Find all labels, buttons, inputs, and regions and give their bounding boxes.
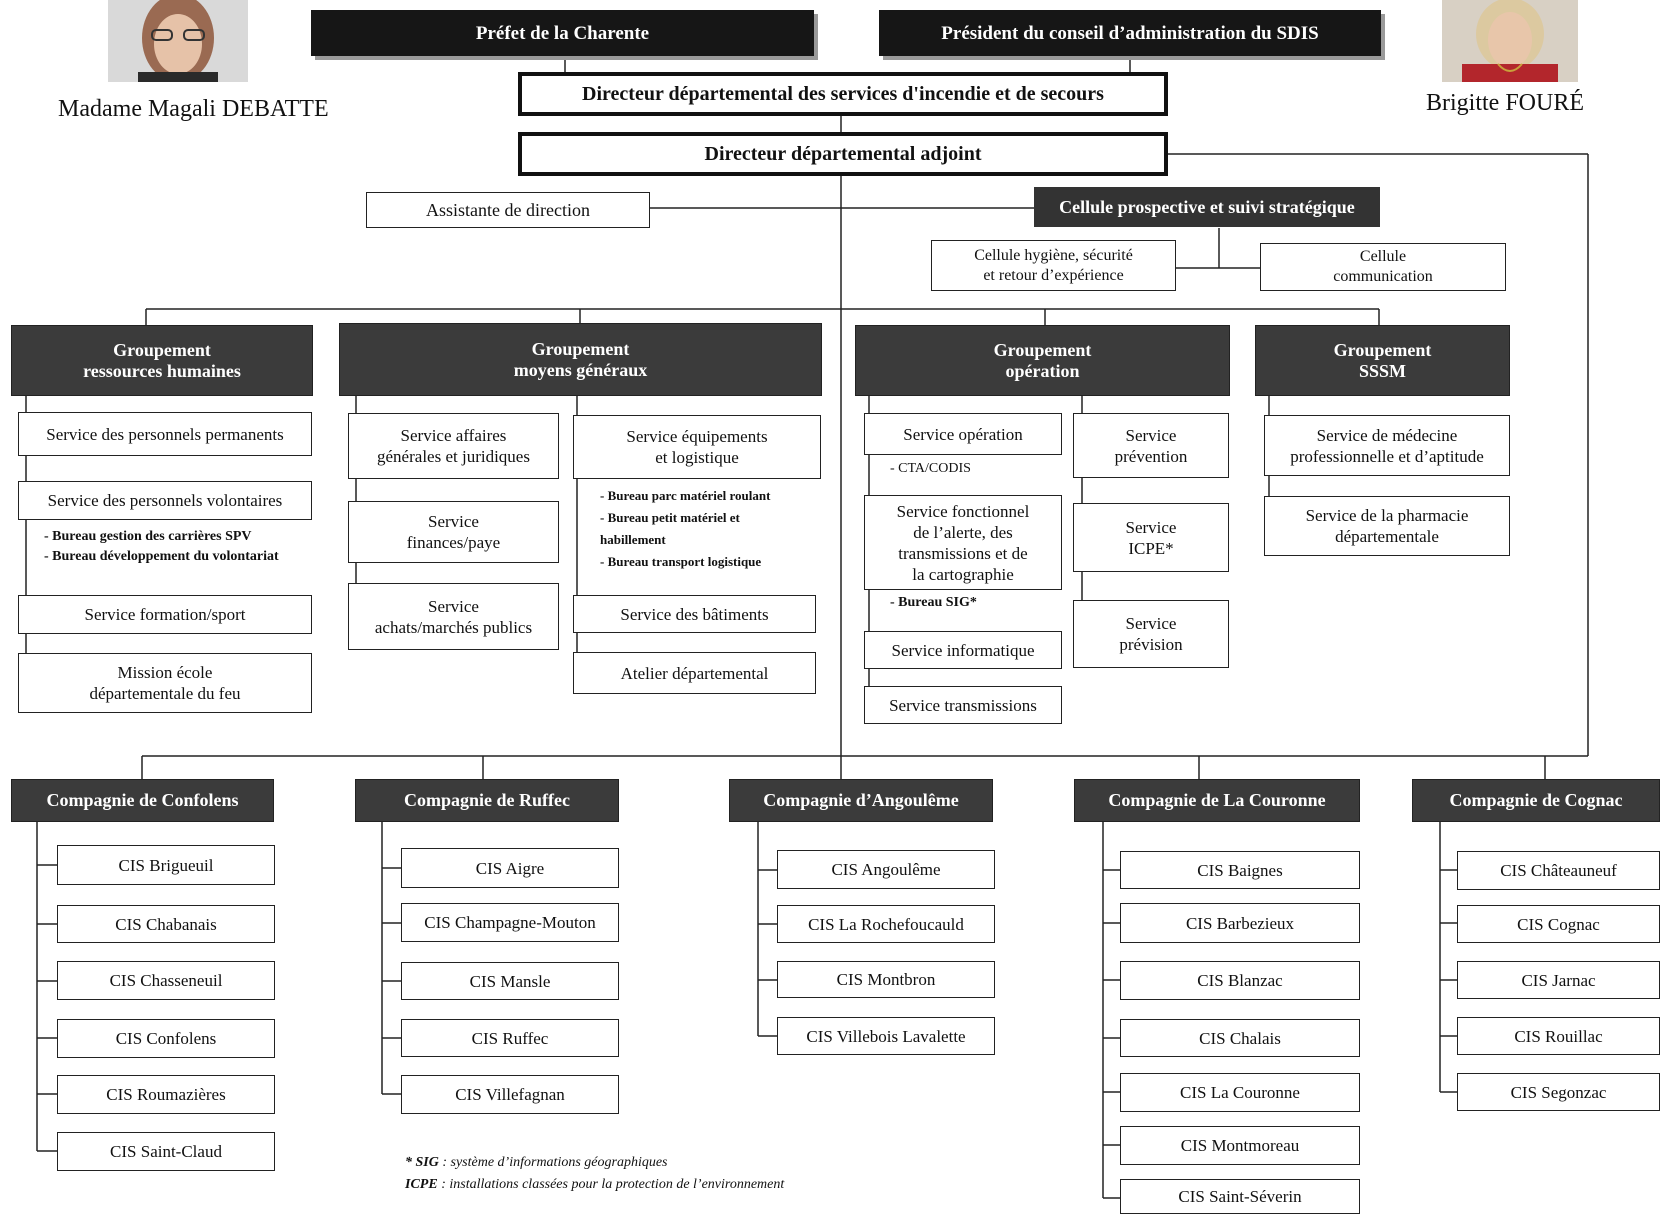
cis-chabanais: CIS Chabanais — [57, 905, 275, 943]
footnote-sig: * SIG : système d’informations géographi… — [405, 1152, 784, 1174]
cis-saint-severin: CIS Saint-Séverin — [1120, 1179, 1360, 1214]
op-service-prevision: Service prévision — [1073, 600, 1229, 668]
cis-aigre: CIS Aigre — [401, 848, 619, 888]
cis-mansle: CIS Mansle — [401, 962, 619, 1000]
person-left-name: Madame Magali DEBATTE — [58, 96, 329, 122]
compagnie-ruffec-header: Compagnie de Ruffec — [355, 779, 619, 822]
cis-villefagnan: CIS Villefagnan — [401, 1075, 619, 1114]
cis-villebois-lavalette: CIS Villebois Lavalette — [777, 1017, 995, 1055]
cis-jarnac: CIS Jarnac — [1457, 961, 1660, 999]
mg-service-batiments: Service des bâtiments — [573, 595, 816, 633]
cis-montmoreau: CIS Montmoreau — [1120, 1126, 1360, 1165]
cis-blanzac: CIS Blanzac — [1120, 961, 1360, 1000]
portrait-right — [1442, 0, 1578, 82]
rh-service-formation: Service formation/sport — [18, 595, 312, 634]
cis-angouleme: CIS Angoulême — [777, 850, 995, 889]
rh-volontaires-bureaux: - Bureau gestion des carrières SPV - Bur… — [44, 529, 279, 564]
president-box: Président du conseil d’administration du… — [879, 10, 1381, 56]
mg-service-equipements: Service équipements et logistique — [573, 415, 821, 479]
cis-roumazieres: CIS Roumazières — [57, 1075, 275, 1114]
footnote-icpe-text: : installations classées pour la protect… — [437, 1177, 785, 1192]
compagnie-angouleme-header: Compagnie d’Angoulême — [729, 779, 993, 822]
directeur-adjoint-box: Directeur départemental adjoint — [518, 132, 1168, 176]
sssm-service-pharmacie: Service de la pharmacie départementale — [1264, 496, 1510, 556]
cis-ruffec: CIS Ruffec — [401, 1019, 619, 1057]
op-fonctionnel-subunit: - Bureau SIG* — [890, 595, 977, 610]
assistante-box: Assistante de direction — [366, 192, 650, 228]
portrait-right-image — [1442, 0, 1578, 82]
footnote-icpe: ICPE : installations classées pour la pr… — [405, 1174, 784, 1196]
prefet-box: Préfet de la Charente — [311, 10, 814, 56]
cis-baignes: CIS Baignes — [1120, 851, 1360, 889]
cis-segonzac: CIS Segonzac — [1457, 1073, 1660, 1111]
rh-service-volontaires: Service des personnels volontaires — [18, 481, 312, 520]
cis-la-rochefoucauld: CIS La Rochefoucauld — [777, 905, 995, 943]
cis-cognac: CIS Cognac — [1457, 905, 1660, 943]
compagnie-confolens-header: Compagnie de Confolens — [11, 779, 274, 822]
op-service-operation: Service opération — [864, 413, 1062, 455]
portrait-left — [108, 0, 248, 82]
cellule-hygiene-box: Cellule hygiène, sécurité et retour d’ex… — [931, 240, 1176, 291]
groupement-operation-header: Groupement opération — [855, 325, 1230, 396]
groupement-mg-header: Groupement moyens généraux — [339, 323, 822, 396]
person-right-name: Brigitte FOURÉ — [1426, 90, 1585, 116]
cis-chateauneuf: CIS Châteauneuf — [1457, 851, 1660, 890]
footnote: * SIG : système d’informations géographi… — [405, 1152, 784, 1196]
mg-service-finances: Service finances/paye — [348, 501, 559, 563]
cis-rouillac: CIS Rouillac — [1457, 1017, 1660, 1055]
cis-confolens: CIS Confolens — [57, 1019, 275, 1058]
rh-mission-ecole: Mission école départementale du feu — [18, 653, 312, 713]
cis-montbron: CIS Montbron — [777, 961, 995, 998]
groupement-sssm-header: Groupement SSSM — [1255, 325, 1510, 396]
op-operation-subunit: - CTA/CODIS — [890, 461, 971, 476]
footnote-sig-key: * SIG — [405, 1155, 439, 1170]
mg-service-affaires: Service affaires générales et juridiques — [348, 413, 559, 479]
footnote-icpe-key: ICPE — [405, 1177, 438, 1192]
cis-chalais: CIS Chalais — [1120, 1019, 1360, 1057]
mg-service-achats: Service achats/marchés publics — [348, 583, 559, 650]
cis-brigueuil: CIS Brigueuil — [57, 845, 275, 885]
mg-atelier: Atelier départemental — [573, 652, 816, 694]
cis-la-couronne: CIS La Couronne — [1120, 1073, 1360, 1112]
op-service-informatique: Service informatique — [864, 631, 1062, 669]
op-service-fonctionnel: Service fonctionnel de l’alerte, des tra… — [864, 495, 1062, 590]
directeur-box: Directeur départemental des services d'i… — [518, 72, 1168, 116]
compagnie-la-couronne-header: Compagnie de La Couronne — [1074, 779, 1360, 822]
op-service-icpe: Service ICPE* — [1073, 503, 1229, 572]
footnote-sig-text: : système d’informations géographiques — [438, 1155, 668, 1170]
cellule-communication-box: Cellule communication — [1260, 243, 1506, 291]
compagnie-cognac-header: Compagnie de Cognac — [1412, 779, 1660, 822]
cis-barbezieux: CIS Barbezieux — [1120, 903, 1360, 943]
op-service-transmissions: Service transmissions — [864, 686, 1062, 724]
cis-chasseneuil: CIS Chasseneuil — [57, 961, 275, 1000]
cis-saint-claud: CIS Saint-Claud — [57, 1132, 275, 1171]
rh-service-permanents: Service des personnels permanents — [18, 412, 312, 456]
cellule-prospective-box: Cellule prospective et suivi stratégique — [1034, 187, 1380, 227]
mg-equipements-bureaux: - Bureau parc matériel roulant - Bureau … — [600, 488, 771, 569]
sssm-service-medecine: Service de médecine professionnelle et d… — [1264, 415, 1510, 476]
cis-champagne-mouton: CIS Champagne-Mouton — [401, 903, 619, 942]
groupement-rh-header: Groupement ressources humaines — [11, 325, 313, 396]
op-service-prevention: Service prévention — [1073, 413, 1229, 478]
portrait-left-image — [108, 0, 248, 82]
